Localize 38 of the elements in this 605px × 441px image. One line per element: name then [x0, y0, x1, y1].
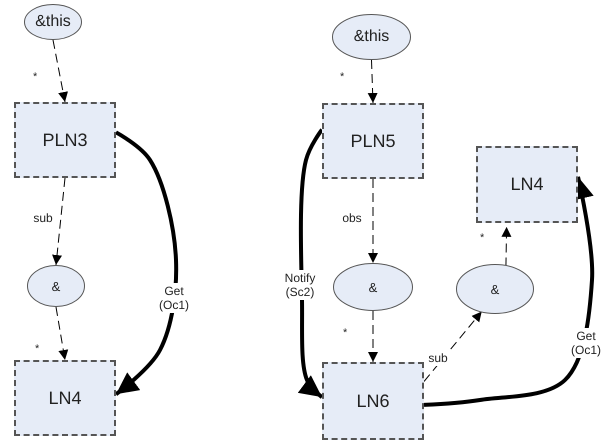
ellipse-node — [456, 264, 534, 314]
dashed-box — [14, 360, 116, 436]
node-label: &this — [35, 13, 71, 31]
dashed-box — [14, 102, 116, 178]
node-label: LN6 — [356, 390, 390, 412]
multiplicity-mark: * — [340, 72, 344, 83]
arrow — [424, 311, 482, 382]
ellipse-node — [27, 265, 85, 307]
node-label: & — [368, 280, 378, 294]
arrow — [52, 178, 66, 266]
ellipse-node — [333, 263, 413, 311]
arrow — [56, 306, 68, 360]
edge-label: Get (Oc1) — [570, 328, 602, 358]
arrow — [368, 178, 378, 264]
ellipse-node — [332, 14, 411, 60]
arrow — [368, 310, 378, 362]
arrow — [501, 226, 512, 267]
multiplicity-mark: * — [35, 344, 40, 355]
node-label: &this — [354, 28, 390, 46]
ellipse-node — [24, 4, 82, 40]
dashed-box — [322, 103, 424, 179]
multiplicity-mark: * — [33, 72, 38, 83]
multiplicity-mark: * — [343, 328, 348, 339]
node-label: LN4 — [510, 174, 544, 195]
edge-label: sub — [427, 350, 449, 366]
thick-arrow — [424, 176, 594, 407]
thick-arrow — [298, 128, 324, 399]
multiplicity-mark: * — [480, 233, 484, 244]
node-label: & — [52, 278, 60, 294]
node-label: & — [490, 282, 500, 296]
dashed-box — [476, 146, 578, 223]
node-label: PLN5 — [350, 130, 396, 152]
thick-arrow — [114, 130, 178, 396]
arrow — [52, 40, 68, 102]
node-label: PLN3 — [42, 130, 88, 150]
arrow — [368, 60, 378, 104]
dashed-box — [322, 362, 424, 440]
node-label: LN4 — [48, 388, 82, 408]
